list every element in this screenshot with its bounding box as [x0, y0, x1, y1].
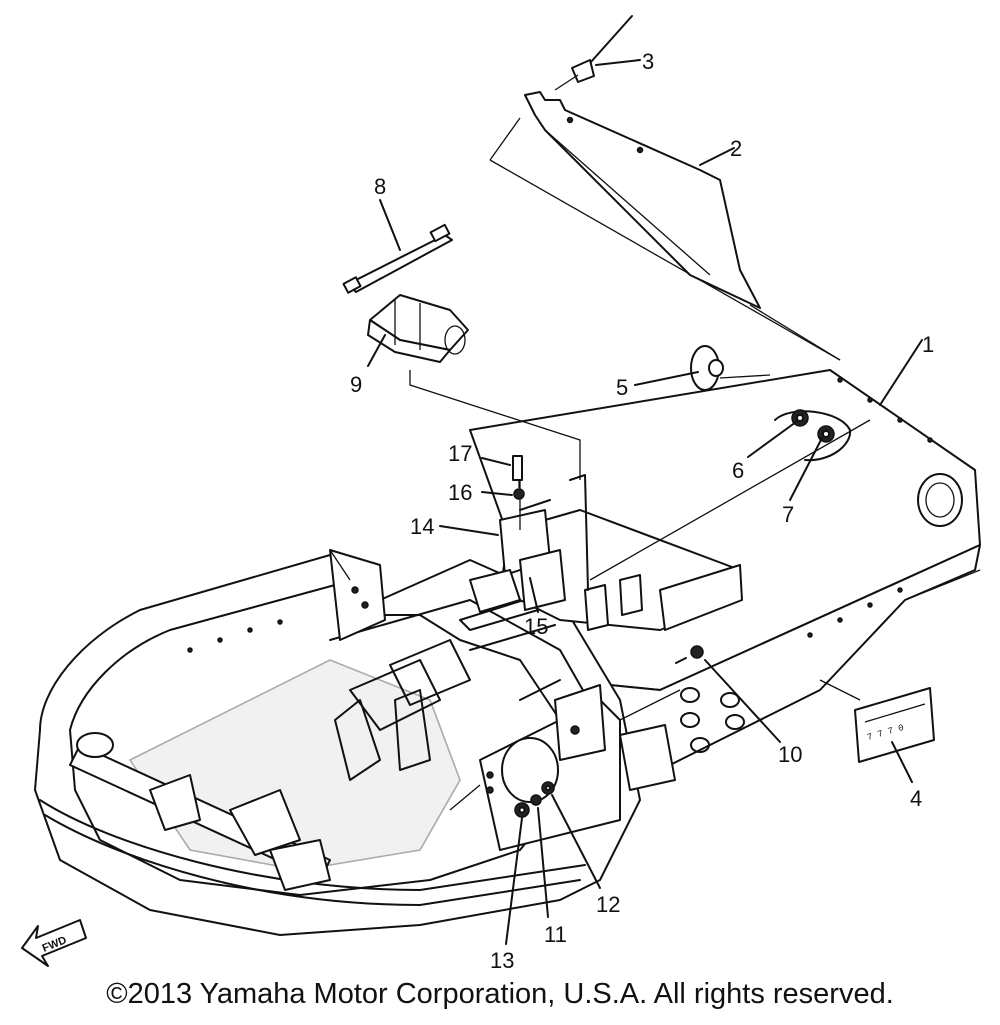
callout-8: 8: [374, 174, 386, 199]
callout-5: 5: [616, 375, 628, 400]
part-10-screw: [675, 645, 704, 664]
callout-12: 12: [596, 892, 620, 917]
explosion-lines: [329, 117, 981, 811]
battery-tray: [469, 474, 743, 631]
callout-4: 4: [910, 786, 922, 811]
part-8-strap: [342, 223, 453, 294]
copyright-notice: ©2013 Yamaha Motor Corporation, U.S.A. A…: [106, 978, 894, 1010]
callout-9: 9: [350, 372, 362, 397]
part-2-cover-plate: [524, 91, 761, 309]
part-9-tool-bag: [367, 294, 469, 363]
part-3-bolt: [554, 15, 633, 91]
callout-10: 10: [778, 742, 802, 767]
callout-1: 1: [922, 332, 934, 357]
callout-3: 3: [642, 49, 654, 74]
part-4-decal: 7 7 7 0: [854, 687, 935, 763]
callout-17: 17: [448, 441, 472, 466]
callout-15: 15: [524, 614, 548, 639]
callout-labels: 1 2 3 4 5 6 7 8 9 10 11 12 13 14 15 16 1…: [350, 49, 934, 973]
part-5-grommet: [690, 345, 724, 391]
callout-11: 11: [544, 922, 567, 947]
callout-13: 13: [490, 948, 514, 973]
parts-16-17-screw: [512, 455, 525, 500]
callout-2: 2: [730, 136, 742, 161]
callout-14: 14: [410, 514, 434, 539]
frame-body: [34, 369, 981, 936]
frame-exploded-diagram: 7 7 7 0 1 2 3 4: [21, 15, 981, 973]
callout-16: 16: [448, 480, 472, 505]
callout-6: 6: [732, 458, 744, 483]
fwd-arrow-icon: FWD: [21, 919, 87, 967]
parts-11-12-13-fasteners: [514, 781, 555, 818]
leader-lines: [367, 59, 923, 945]
callout-7: 7: [782, 502, 794, 527]
